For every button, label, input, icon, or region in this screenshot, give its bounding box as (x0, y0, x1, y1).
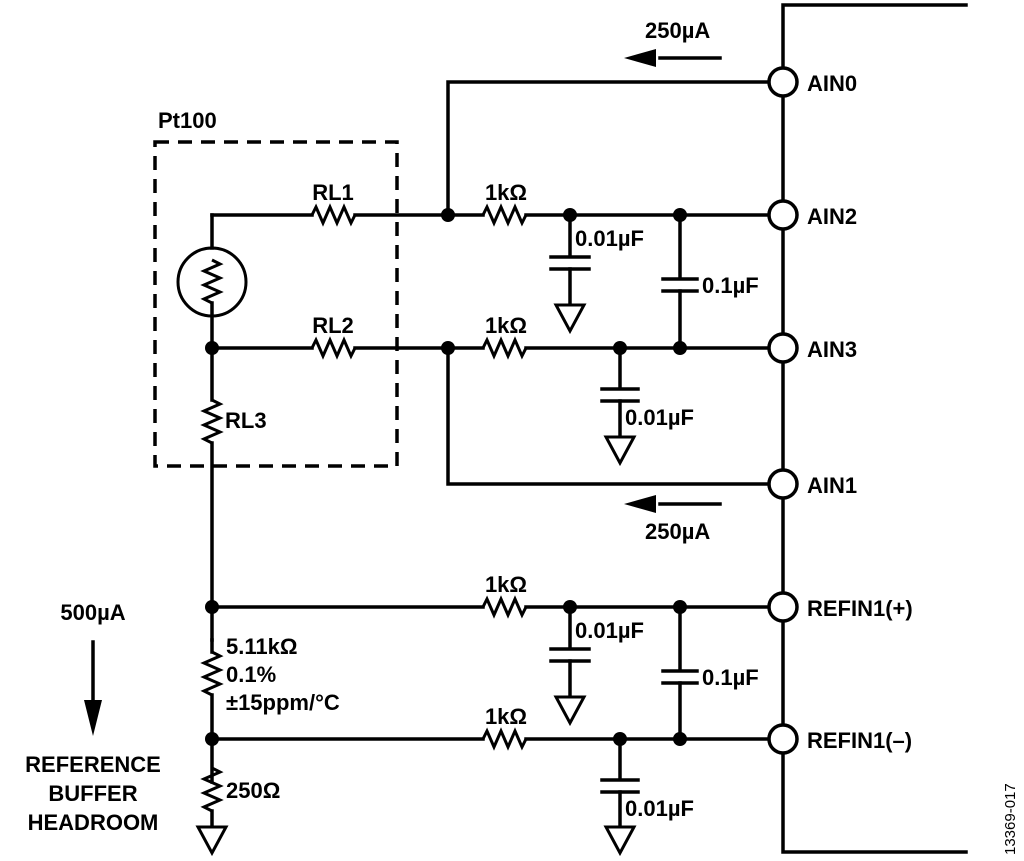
junction-dot (613, 732, 627, 746)
pin-ain2-label: AIN2 (807, 204, 857, 229)
refin-pos-cap-label: 0.01µF (575, 618, 644, 643)
headroom-resistor (200, 766, 224, 813)
ain1-current-label: 250µA (645, 519, 710, 544)
ain-diff-cap-label: 0.1µF (702, 273, 759, 298)
ain1-wire (446, 346, 772, 486)
junction-dot (673, 600, 687, 614)
reference-resistor (200, 650, 224, 697)
headroom-res-label: 250Ω (226, 778, 280, 803)
ain0-current-label: 250µA (645, 18, 710, 43)
junction-dot (205, 732, 219, 746)
pin-ain1-label: AIN1 (807, 473, 857, 498)
junction-dot (205, 600, 219, 614)
ain2-res-label: 1kΩ (485, 180, 527, 205)
ain3-cap-label: 0.01µF (625, 405, 694, 430)
ground-icon (195, 825, 229, 857)
headroom-label-line3: HEADROOM (28, 810, 159, 835)
arrow-left-icon (624, 495, 656, 513)
ref-res-tempco: ±15ppm/°C (226, 690, 340, 715)
refin-pos-res-label: 1kΩ (485, 572, 527, 597)
refin-neg-res-label: 1kΩ (485, 704, 527, 729)
junction-dot (563, 208, 577, 222)
ground-icon (603, 825, 637, 857)
pin-ain0 (767, 66, 799, 98)
refin-neg-filter-resistor (481, 727, 528, 751)
ain3-filter-resistor (481, 336, 528, 360)
pin-ain2 (767, 199, 799, 231)
pin-refin-neg-label: REFIN1(–) (807, 728, 912, 753)
ground-icon (603, 435, 637, 467)
ic-boundary (781, 3, 968, 854)
rl1-resistor (310, 203, 357, 227)
ref-diff-cap-label: 0.1µF (702, 665, 759, 690)
ground-icon (553, 695, 587, 727)
pt100-enclosure (153, 140, 399, 468)
ain3-res-label: 1kΩ (485, 313, 527, 338)
ain2-cap-label: 0.01µF (575, 226, 644, 251)
refin-neg-cap-label: 0.01µF (625, 796, 694, 821)
junction-dot (673, 341, 687, 355)
arrow-left-icon (624, 49, 656, 67)
pin-ain3-label: AIN3 (807, 337, 857, 362)
junction-dot (613, 341, 627, 355)
headroom-label-line2: BUFFER (48, 781, 137, 806)
pin-ain1 (767, 468, 799, 500)
figure-id: 13369-017 (1002, 783, 1019, 855)
rl2-label: RL2 (312, 313, 354, 338)
pin-refin-pos-label: REFIN1(+) (807, 596, 913, 621)
junction-dot (441, 341, 455, 355)
arrow-down-icon (84, 700, 102, 736)
ain2-filter-resistor (481, 203, 528, 227)
ground-icon (553, 303, 587, 335)
junction-dot (205, 341, 219, 355)
rl1-label: RL1 (312, 180, 354, 205)
pt100-label: Pt100 (158, 108, 217, 133)
pin-refin-pos (767, 591, 799, 623)
ain0-wire (446, 80, 772, 217)
total-current-label: 500µA (60, 600, 125, 625)
rl2-resistor (310, 336, 357, 360)
junction-dot (673, 208, 687, 222)
junction-dot (441, 208, 455, 222)
rl3-label: RL3 (225, 408, 267, 433)
pin-ain3 (767, 332, 799, 364)
headroom-label-line1: REFERENCE (25, 752, 161, 777)
junction-dot (673, 732, 687, 746)
ref-res-value: 5.11kΩ (226, 634, 297, 659)
ref-res-tolerance: 0.1% (226, 662, 276, 687)
rl3-resistor (200, 398, 224, 445)
pin-refin-neg (767, 723, 799, 755)
rtd-resistor (200, 258, 224, 305)
refin-pos-filter-resistor (481, 595, 528, 619)
junction-dot (563, 600, 577, 614)
pin-ain0-label: AIN0 (807, 71, 857, 96)
